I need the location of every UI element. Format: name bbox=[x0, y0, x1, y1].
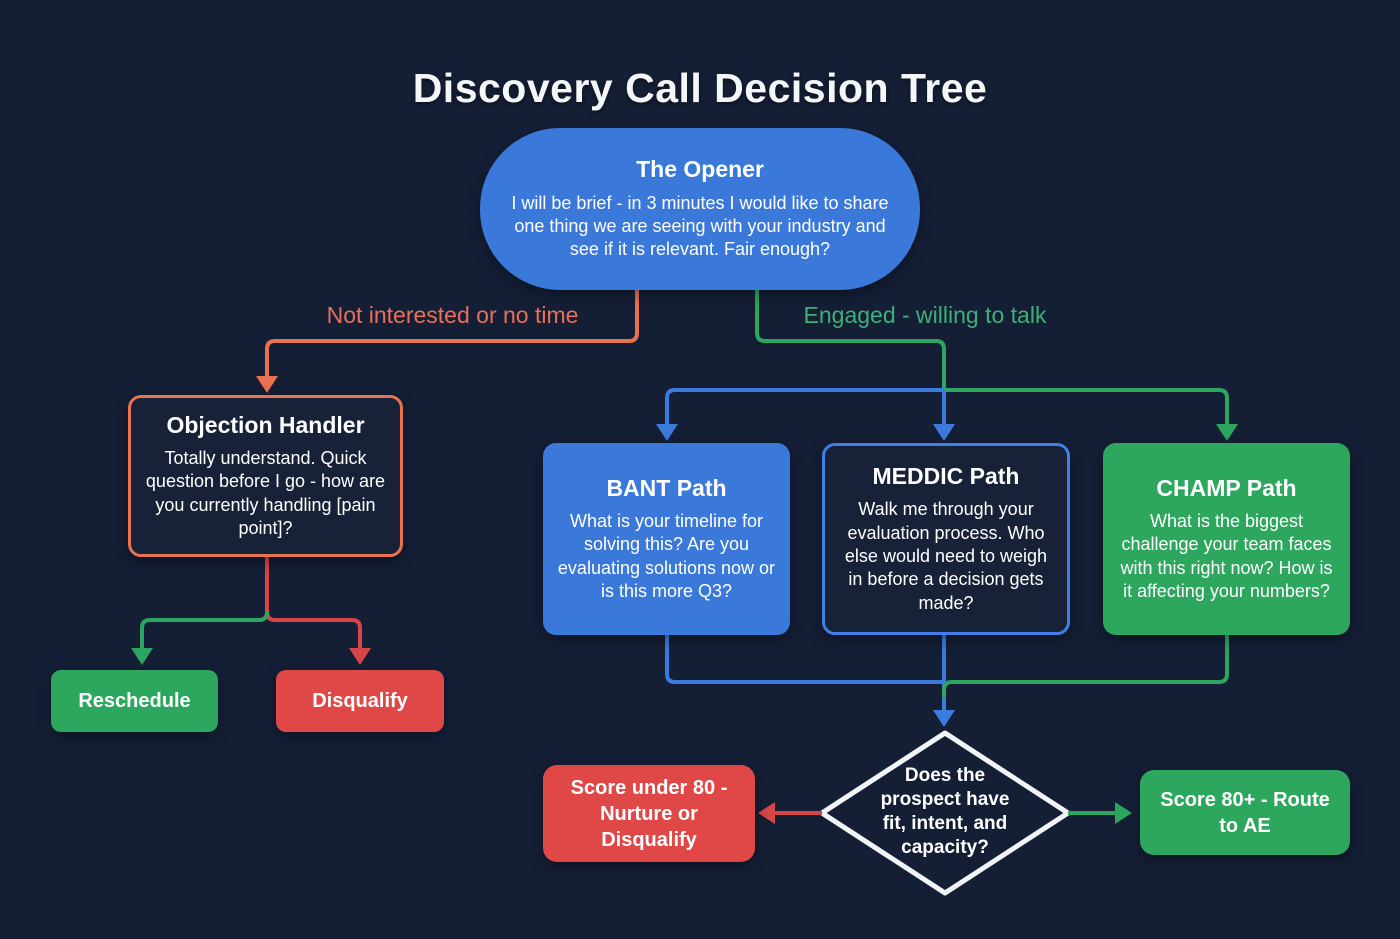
node-score-under-label: Score under 80 - Nurture or Disqualify bbox=[570, 776, 728, 851]
node-champ-body: What is the biggest challenge your team … bbox=[1120, 510, 1333, 602]
arrowhead-reschedule bbox=[131, 648, 153, 665]
arrowhead-score-under bbox=[758, 802, 775, 824]
edge-objection-disqualify bbox=[265, 557, 362, 650]
edge-not-interested-line bbox=[265, 290, 639, 378]
arrowhead-score-over bbox=[1115, 802, 1132, 824]
edge-engaged-line bbox=[755, 290, 1229, 426]
arrowhead-meddic bbox=[933, 424, 955, 441]
node-opener-body: I will be brief - in 3 minutes I would l… bbox=[511, 192, 889, 260]
node-objection-body: Totally understand. Quick question befor… bbox=[145, 447, 386, 539]
decision-diamond-shape bbox=[819, 730, 1071, 896]
node-opener: The Opener I will be brief - in 3 minute… bbox=[480, 128, 920, 290]
edge-label-not-interested: Not interested or no time bbox=[326, 302, 579, 328]
node-bant-title: BANT Path bbox=[606, 474, 727, 501]
node-score-over-label: Score 80+ - Route to AE bbox=[1160, 788, 1330, 837]
node-reschedule-label: Reschedule bbox=[78, 689, 191, 712]
page-title: Discovery Call Decision Tree bbox=[412, 65, 988, 112]
edge-bant-to-decision bbox=[665, 635, 946, 712]
arrowhead-objection bbox=[256, 376, 278, 393]
node-objection-title: Objection Handler bbox=[166, 411, 365, 438]
node-bant-path: BANT Path What is your timeline for solv… bbox=[543, 443, 790, 635]
node-champ-title: CHAMP Path bbox=[1156, 474, 1297, 501]
node-decision-text: Does the prospect have fit, intent, and … bbox=[880, 765, 1010, 858]
node-disqualify-label: Disqualify bbox=[312, 689, 408, 712]
edge-champ-to-decision bbox=[942, 635, 1229, 697]
arrowhead-decision bbox=[933, 710, 955, 727]
arrowhead-champ bbox=[1216, 424, 1238, 441]
edge-objection-reschedule bbox=[140, 611, 269, 650]
node-meddic-title: MEDDIC Path bbox=[872, 462, 1020, 489]
arrowhead-disqualify bbox=[349, 648, 371, 665]
edge-split-blue bbox=[665, 388, 946, 426]
arrowhead-bant bbox=[656, 424, 678, 441]
node-meddic-path: MEDDIC Path Walk me through your evaluat… bbox=[822, 443, 1070, 635]
node-objection-handler: Objection Handler Totally understand. Qu… bbox=[128, 395, 403, 557]
node-score-under-80: Score under 80 - Nurture or Disqualify bbox=[543, 765, 755, 862]
node-opener-title: The Opener bbox=[636, 156, 764, 183]
node-disqualify: Disqualify bbox=[276, 670, 444, 732]
node-meddic-body: Walk me through your evaluation process.… bbox=[844, 499, 1048, 613]
node-champ-path: CHAMP Path What is the biggest challenge… bbox=[1103, 443, 1350, 635]
node-score-80-plus: Score 80+ - Route to AE bbox=[1140, 770, 1350, 855]
node-bant-body: What is your timeline for solving this? … bbox=[557, 510, 776, 602]
edge-label-engaged: Engaged - willing to talk bbox=[803, 302, 1047, 328]
node-reschedule: Reschedule bbox=[51, 670, 218, 732]
